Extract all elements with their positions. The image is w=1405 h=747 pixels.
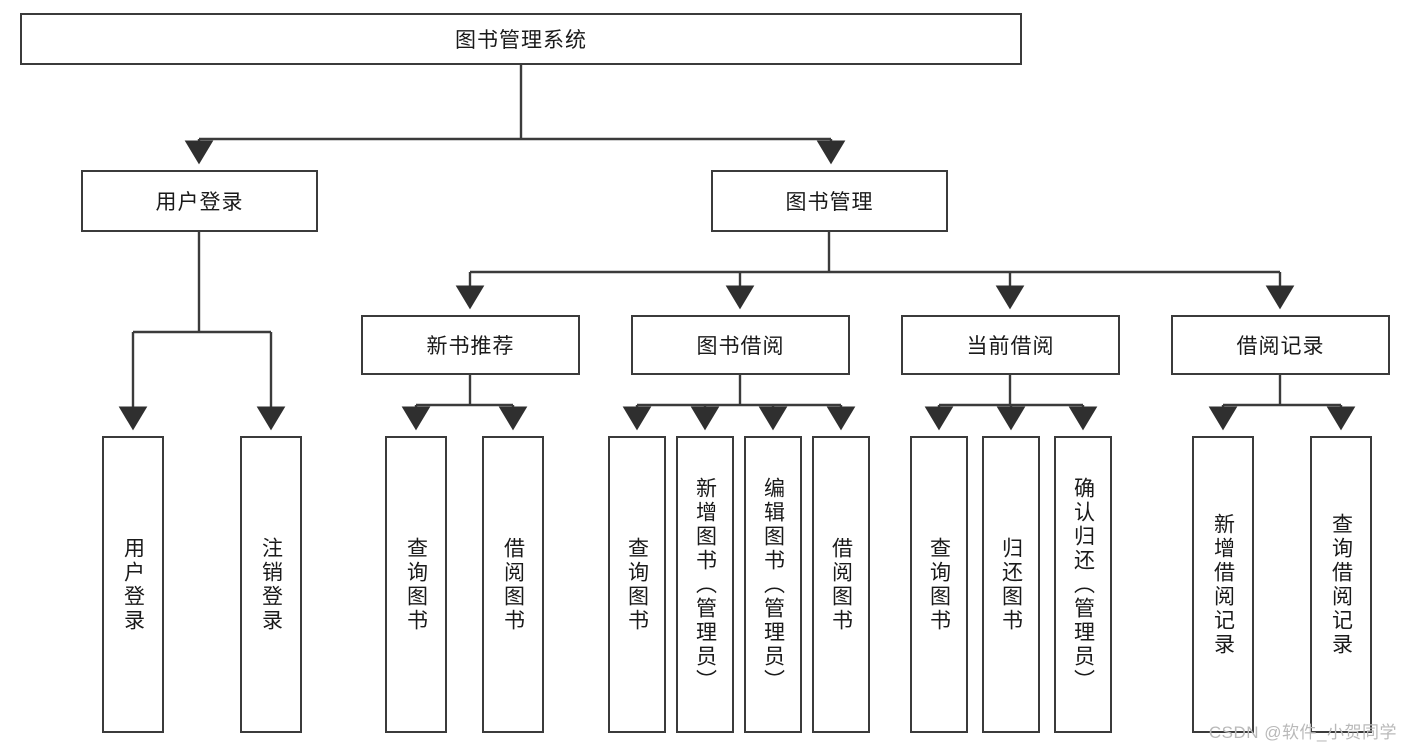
node-book-manage-label: 图书管理: [785, 191, 874, 214]
node-leaf-user-login[interactable]: 用户登录: [102, 436, 164, 733]
node-root-label: 图书管理系统: [455, 29, 587, 52]
node-leaf-query-book-b-label: 查询图书: [625, 536, 649, 633]
node-user-login-label: 用户登录: [155, 191, 244, 214]
node-leaf-edit-book-label: 编辑图书（管理员）: [761, 476, 785, 693]
node-leaf-add-record[interactable]: 新增借阅记录: [1192, 436, 1254, 733]
node-leaf-borrow-book-rec[interactable]: 借阅图书: [482, 436, 544, 733]
node-book-borrow-label: 图书借阅: [696, 335, 785, 358]
node-leaf-add-book[interactable]: 新增图书（管理员）: [676, 436, 734, 733]
watermark: CSDN @软件_小贺同学: [1208, 723, 1397, 742]
node-leaf-borrow-book-b-label: 借阅图书: [829, 536, 853, 633]
node-current-borrow-label: 当前借阅: [966, 335, 1055, 358]
node-borrow-record-label: 借阅记录: [1236, 335, 1325, 358]
node-book-borrow[interactable]: 图书借阅: [631, 315, 850, 375]
node-leaf-query-record[interactable]: 查询借阅记录: [1310, 436, 1372, 733]
node-leaf-query-book-c-label: 查询图书: [927, 536, 951, 633]
node-leaf-user-login-label: 用户登录: [121, 536, 145, 633]
node-leaf-return-book-label: 归还图书: [999, 536, 1023, 633]
node-new-book-rec-label: 新书推荐: [426, 335, 515, 358]
node-leaf-user-logout-label: 注销登录: [259, 536, 283, 633]
node-leaf-user-logout[interactable]: 注销登录: [240, 436, 302, 733]
node-leaf-add-book-label: 新增图书（管理员）: [693, 476, 717, 693]
node-new-book-rec[interactable]: 新书推荐: [361, 315, 580, 375]
node-leaf-query-book-rec-label: 查询图书: [404, 536, 428, 633]
node-leaf-return-book[interactable]: 归还图书: [982, 436, 1040, 733]
node-leaf-add-record-label: 新增借阅记录: [1211, 512, 1235, 657]
node-leaf-query-record-label: 查询借阅记录: [1329, 512, 1353, 657]
node-book-manage[interactable]: 图书管理: [711, 170, 948, 232]
node-leaf-borrow-book-rec-label: 借阅图书: [501, 536, 525, 633]
node-current-borrow[interactable]: 当前借阅: [901, 315, 1120, 375]
node-leaf-confirm-return[interactable]: 确认归还（管理员）: [1054, 436, 1112, 733]
node-leaf-query-book-b[interactable]: 查询图书: [608, 436, 666, 733]
node-leaf-edit-book[interactable]: 编辑图书（管理员）: [744, 436, 802, 733]
node-leaf-borrow-book-b[interactable]: 借阅图书: [812, 436, 870, 733]
node-leaf-query-book-c[interactable]: 查询图书: [910, 436, 968, 733]
node-leaf-query-book-rec[interactable]: 查询图书: [385, 436, 447, 733]
node-user-login[interactable]: 用户登录: [81, 170, 318, 232]
node-leaf-confirm-return-label: 确认归还（管理员）: [1071, 476, 1095, 693]
node-root[interactable]: 图书管理系统: [20, 13, 1022, 65]
node-borrow-record[interactable]: 借阅记录: [1171, 315, 1390, 375]
